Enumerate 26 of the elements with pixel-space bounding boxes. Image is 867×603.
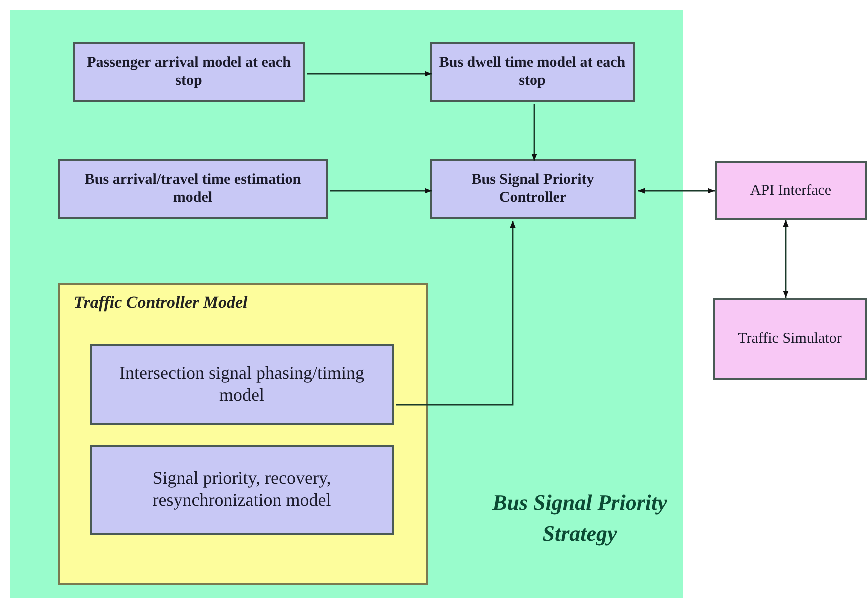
model-box — [90, 445, 394, 535]
box-label: API Interface — [750, 182, 832, 200]
panel-title: Bus Signal Priority Strategy — [492, 489, 668, 548]
box-label: Bus arrival/travel time estimation model — [84, 171, 302, 207]
box-label: Passenger arrival model at each stop — [86, 54, 292, 90]
box-label: Bus dwell time model at each stop — [438, 54, 627, 90]
model-box — [90, 344, 394, 425]
model-box — [715, 161, 867, 220]
box-label: Intersection signal phasing/timing model — [118, 362, 366, 406]
arrow — [532, 104, 538, 161]
group-title: Traffic Controller Model — [74, 293, 248, 313]
model-box — [430, 42, 635, 102]
model-box — [430, 159, 636, 219]
model-box — [713, 298, 867, 380]
arrow — [307, 71, 432, 77]
arrow — [783, 220, 789, 298]
box-label: Traffic Simulator — [738, 330, 842, 348]
arrow — [638, 188, 715, 194]
strategy-panel — [10, 10, 683, 598]
box-label: Signal priority, recovery, resynchronization model — [152, 468, 332, 512]
arrow — [330, 188, 432, 194]
box-label: Bus Signal Priority Controller — [470, 171, 596, 207]
model-box — [73, 42, 305, 102]
model-group-box — [58, 283, 428, 585]
model-box — [58, 159, 328, 219]
arrow — [396, 221, 516, 406]
